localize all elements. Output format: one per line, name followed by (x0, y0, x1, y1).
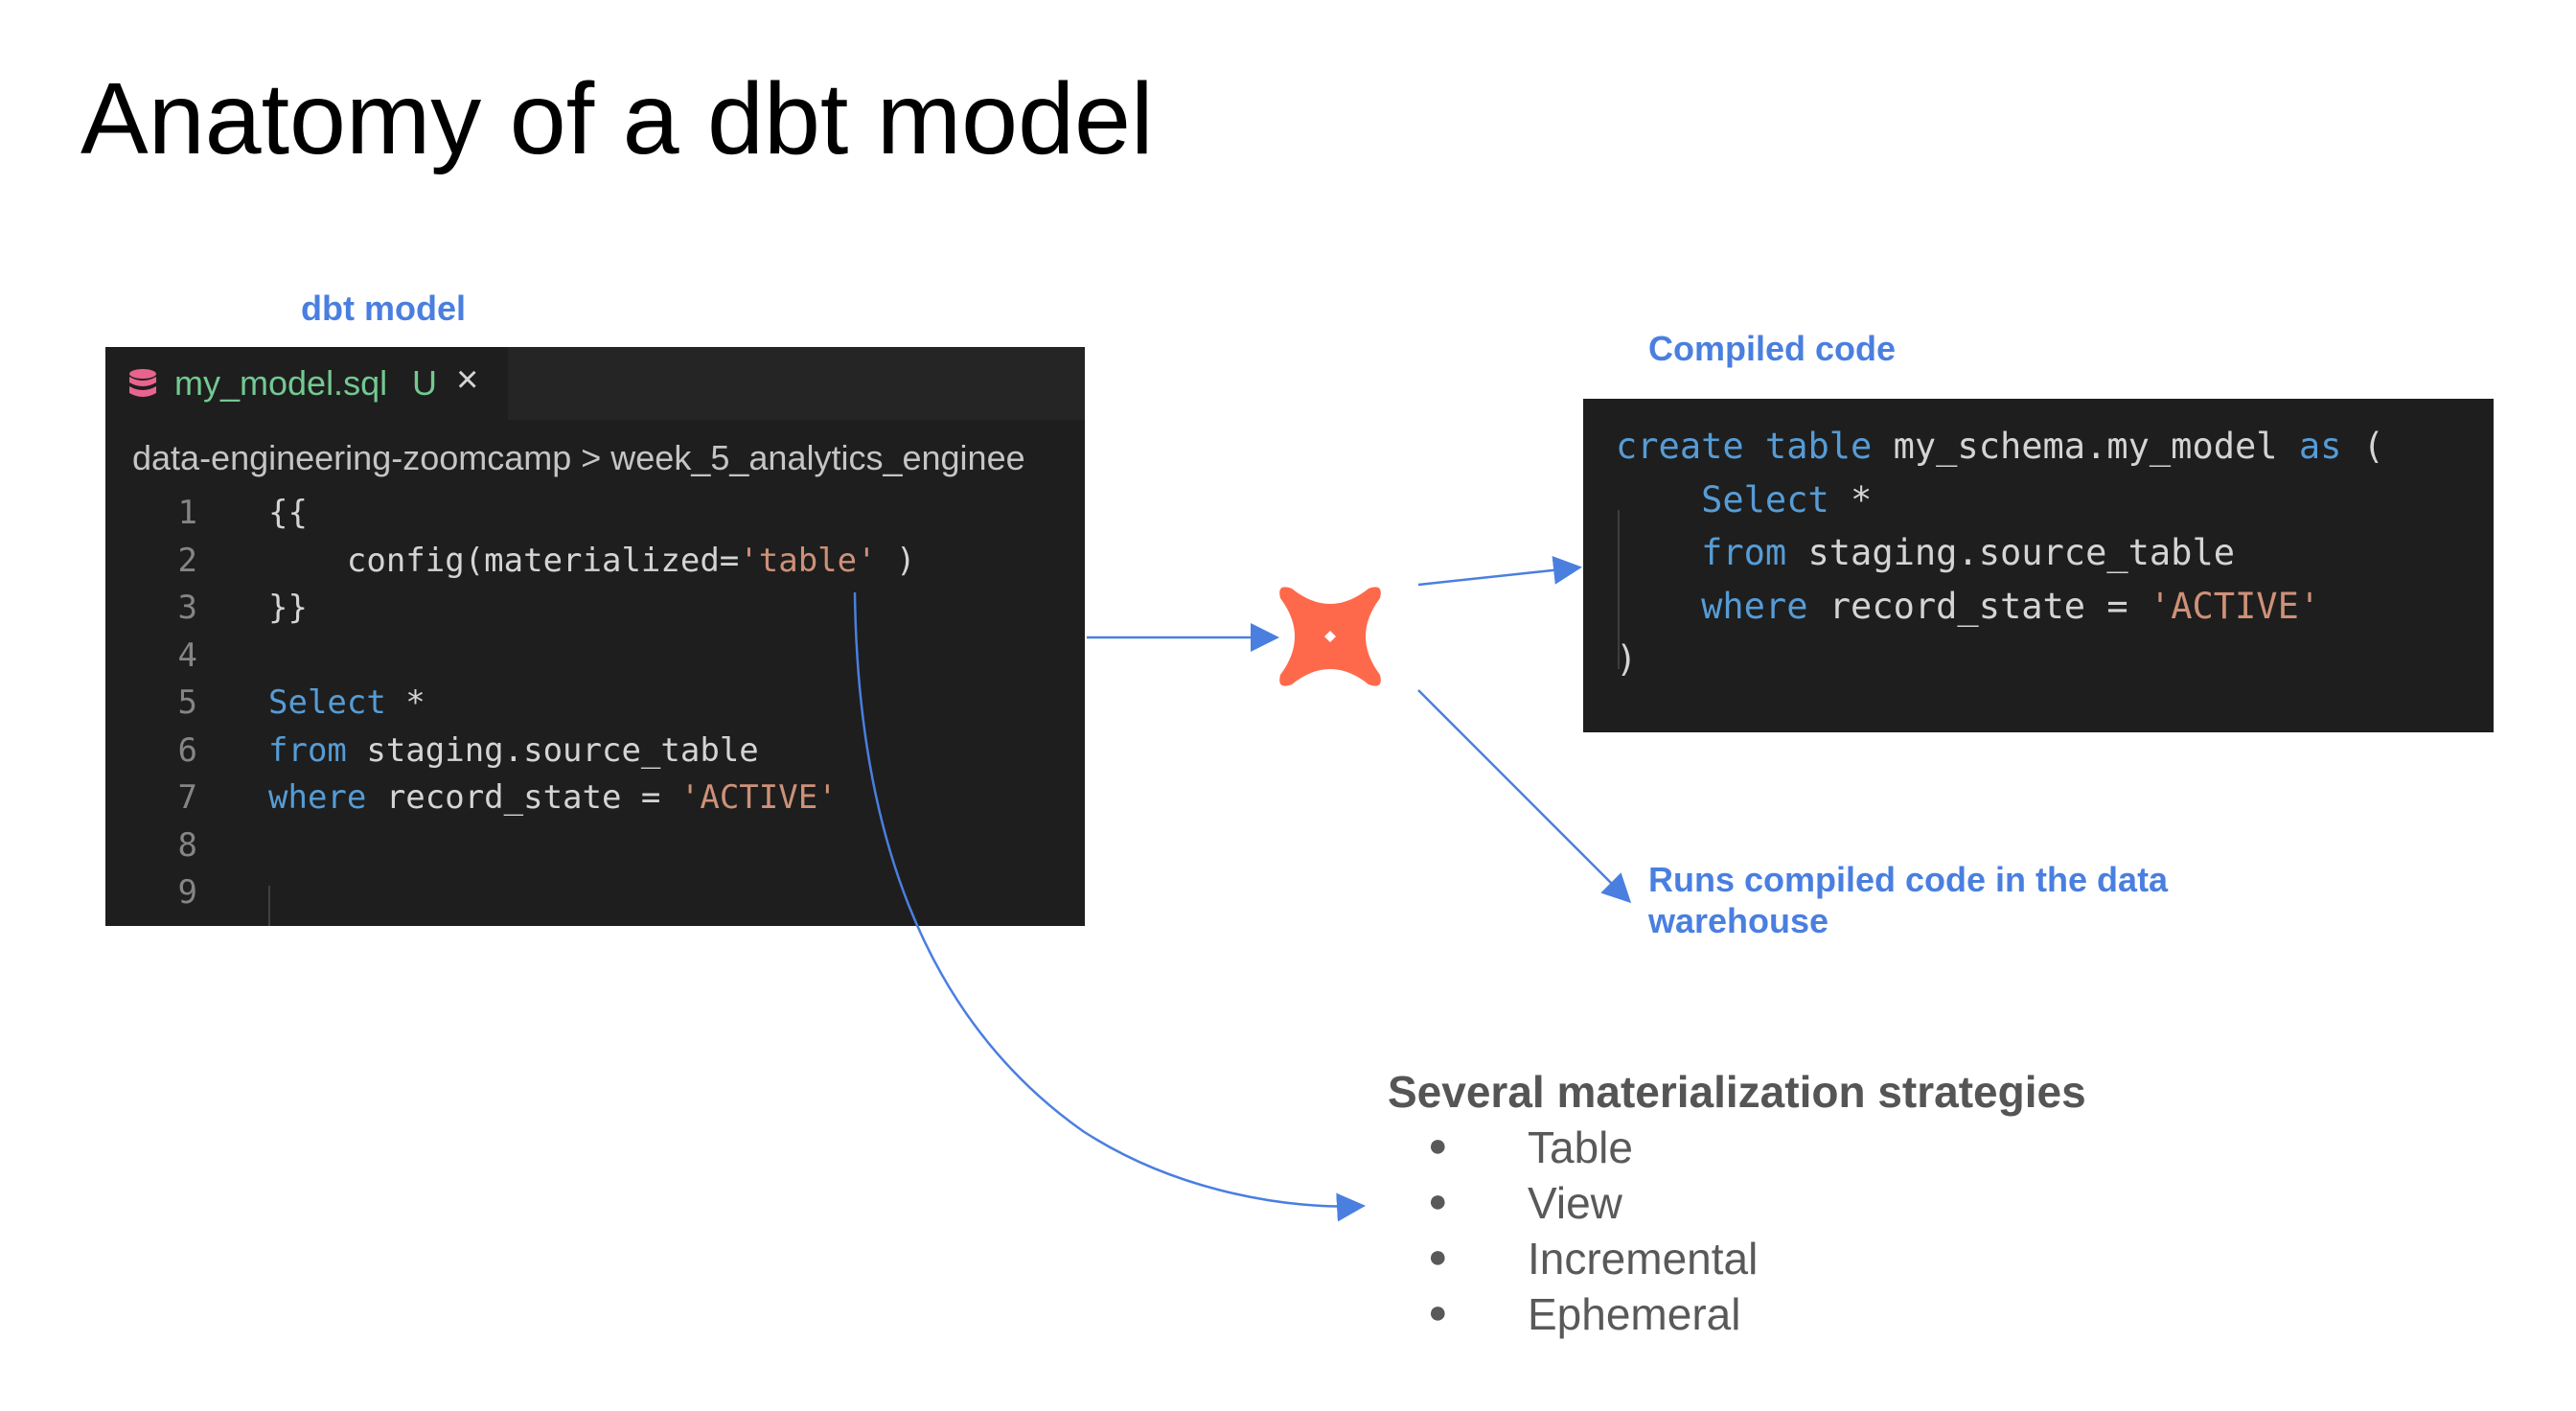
line-number: 1 (177, 494, 197, 532)
code-token: ) (1616, 638, 1638, 680)
code-text: where record_state = 'ACTIVE' (268, 778, 838, 817)
code-string: 'ACTIVE' (2149, 585, 2321, 627)
code-line[interactable]: 4 (105, 636, 1085, 684)
code-editor: my_model.sql U × data-engineering-zoomca… (105, 347, 1085, 926)
line-number: 3 (177, 589, 197, 627)
strategy-label: Table (1528, 1122, 1633, 1172)
arrow-materialized-to-strategies (853, 591, 1366, 1222)
code-token: }} (268, 589, 308, 627)
compiled-code-label: Compiled code (1648, 329, 1897, 368)
code-keyword: where (268, 778, 367, 817)
code-text: {{ (268, 494, 308, 532)
code-line[interactable]: 5 Select * (105, 683, 1085, 731)
code-line[interactable]: 3}} (105, 589, 1085, 636)
tab-status-badge: U (412, 363, 437, 403)
dbt-model-label: dbt model (301, 289, 466, 328)
slide-title: Anatomy of a dbt model (80, 62, 1154, 175)
bullet-icon: ● (1428, 1127, 1448, 1164)
code-token: ) (876, 541, 916, 580)
code-keyword: Select (1701, 478, 1829, 520)
code-line[interactable]: 1 {{ (105, 494, 1085, 542)
compiled-line: Select * (1616, 479, 1872, 520)
bullet-icon: ● (1428, 1183, 1448, 1219)
line-number: 7 (177, 778, 197, 817)
editor-tab-bar: my_model.sql U × (105, 347, 1085, 420)
code-token: * (385, 683, 426, 722)
arrow-dbt-to-compiled (1417, 555, 1582, 587)
indent-guide (268, 886, 270, 926)
indent-guide (1618, 510, 1620, 669)
line-number: 2 (177, 541, 197, 580)
code-line[interactable]: 2 config(materialized='table' ) (105, 542, 1085, 590)
line-number: 5 (177, 683, 197, 722)
code-token: record_state = (366, 778, 680, 817)
code-keyword: as (2298, 426, 2342, 467)
code-text: }} (268, 589, 308, 627)
editor-tab[interactable]: my_model.sql U × (105, 347, 508, 420)
runs-compiled-label: Runs compiled code in the data warehouse (1648, 860, 2169, 941)
strategy-label: View (1528, 1178, 1622, 1228)
code-keyword: create table (1616, 426, 1873, 467)
bullet-icon: ● (1428, 1238, 1448, 1275)
code-text: from staging.source_table (268, 731, 759, 770)
code-token: ( (2341, 426, 2384, 467)
code-line[interactable]: 9 (105, 873, 1085, 921)
strategy-label: Incremental (1528, 1234, 1759, 1284)
compiled-line: where record_state = 'ACTIVE' (1616, 586, 2320, 627)
code-token: my_schema.my_model (1872, 426, 2299, 467)
strategy-label: Ephemeral (1528, 1289, 1741, 1339)
code-string: 'table' (739, 541, 877, 580)
code-token: record_state = (1807, 585, 2150, 627)
line-number: 6 (177, 730, 197, 770)
strategies-heading: Several materialization strategies (1388, 1067, 2086, 1117)
compiled-line: create table my_schema.my_model as ( (1616, 426, 2384, 467)
code-keyword: Select (268, 683, 386, 722)
code-token: * (1828, 478, 1873, 520)
compiled-line: from staging.source_table (1616, 532, 2235, 573)
dbt-logo-icon (1279, 587, 1381, 686)
tab-filename: my_model.sql (174, 363, 388, 403)
bullet-icon: ● (1428, 1294, 1448, 1330)
compiled-code-panel: create table my_schema.my_model as ( Sel… (1583, 399, 2494, 732)
compiled-line: ) (1616, 638, 1637, 680)
code-line[interactable]: 6 from staging.source_table (105, 731, 1085, 779)
line-number: 9 (177, 873, 197, 912)
close-icon[interactable]: × (456, 359, 479, 401)
arrow-dbt-to-warehouse (1417, 689, 1632, 904)
database-icon (126, 368, 159, 405)
code-string: 'ACTIVE' (679, 778, 838, 817)
code-token: config(materialized= (268, 541, 740, 580)
code-keyword: from (268, 730, 347, 770)
code-token: {{ (268, 494, 308, 532)
breadcrumb[interactable]: data-engineering-zoomcamp > week_5_analy… (132, 438, 1025, 477)
line-number: 4 (177, 636, 197, 675)
code-token: staging.source_table (346, 730, 759, 770)
code-line[interactable]: 7 where record_state = 'ACTIVE' (105, 778, 1085, 826)
code-keyword: from (1701, 532, 1787, 573)
code-line[interactable]: 8 (105, 826, 1085, 874)
code-token: staging.source_table (1786, 532, 2236, 573)
code-text: config(materialized='table' ) (268, 542, 916, 580)
code-keyword: where (1701, 585, 1808, 627)
code-text: Select * (268, 683, 426, 722)
line-number: 8 (177, 825, 197, 865)
